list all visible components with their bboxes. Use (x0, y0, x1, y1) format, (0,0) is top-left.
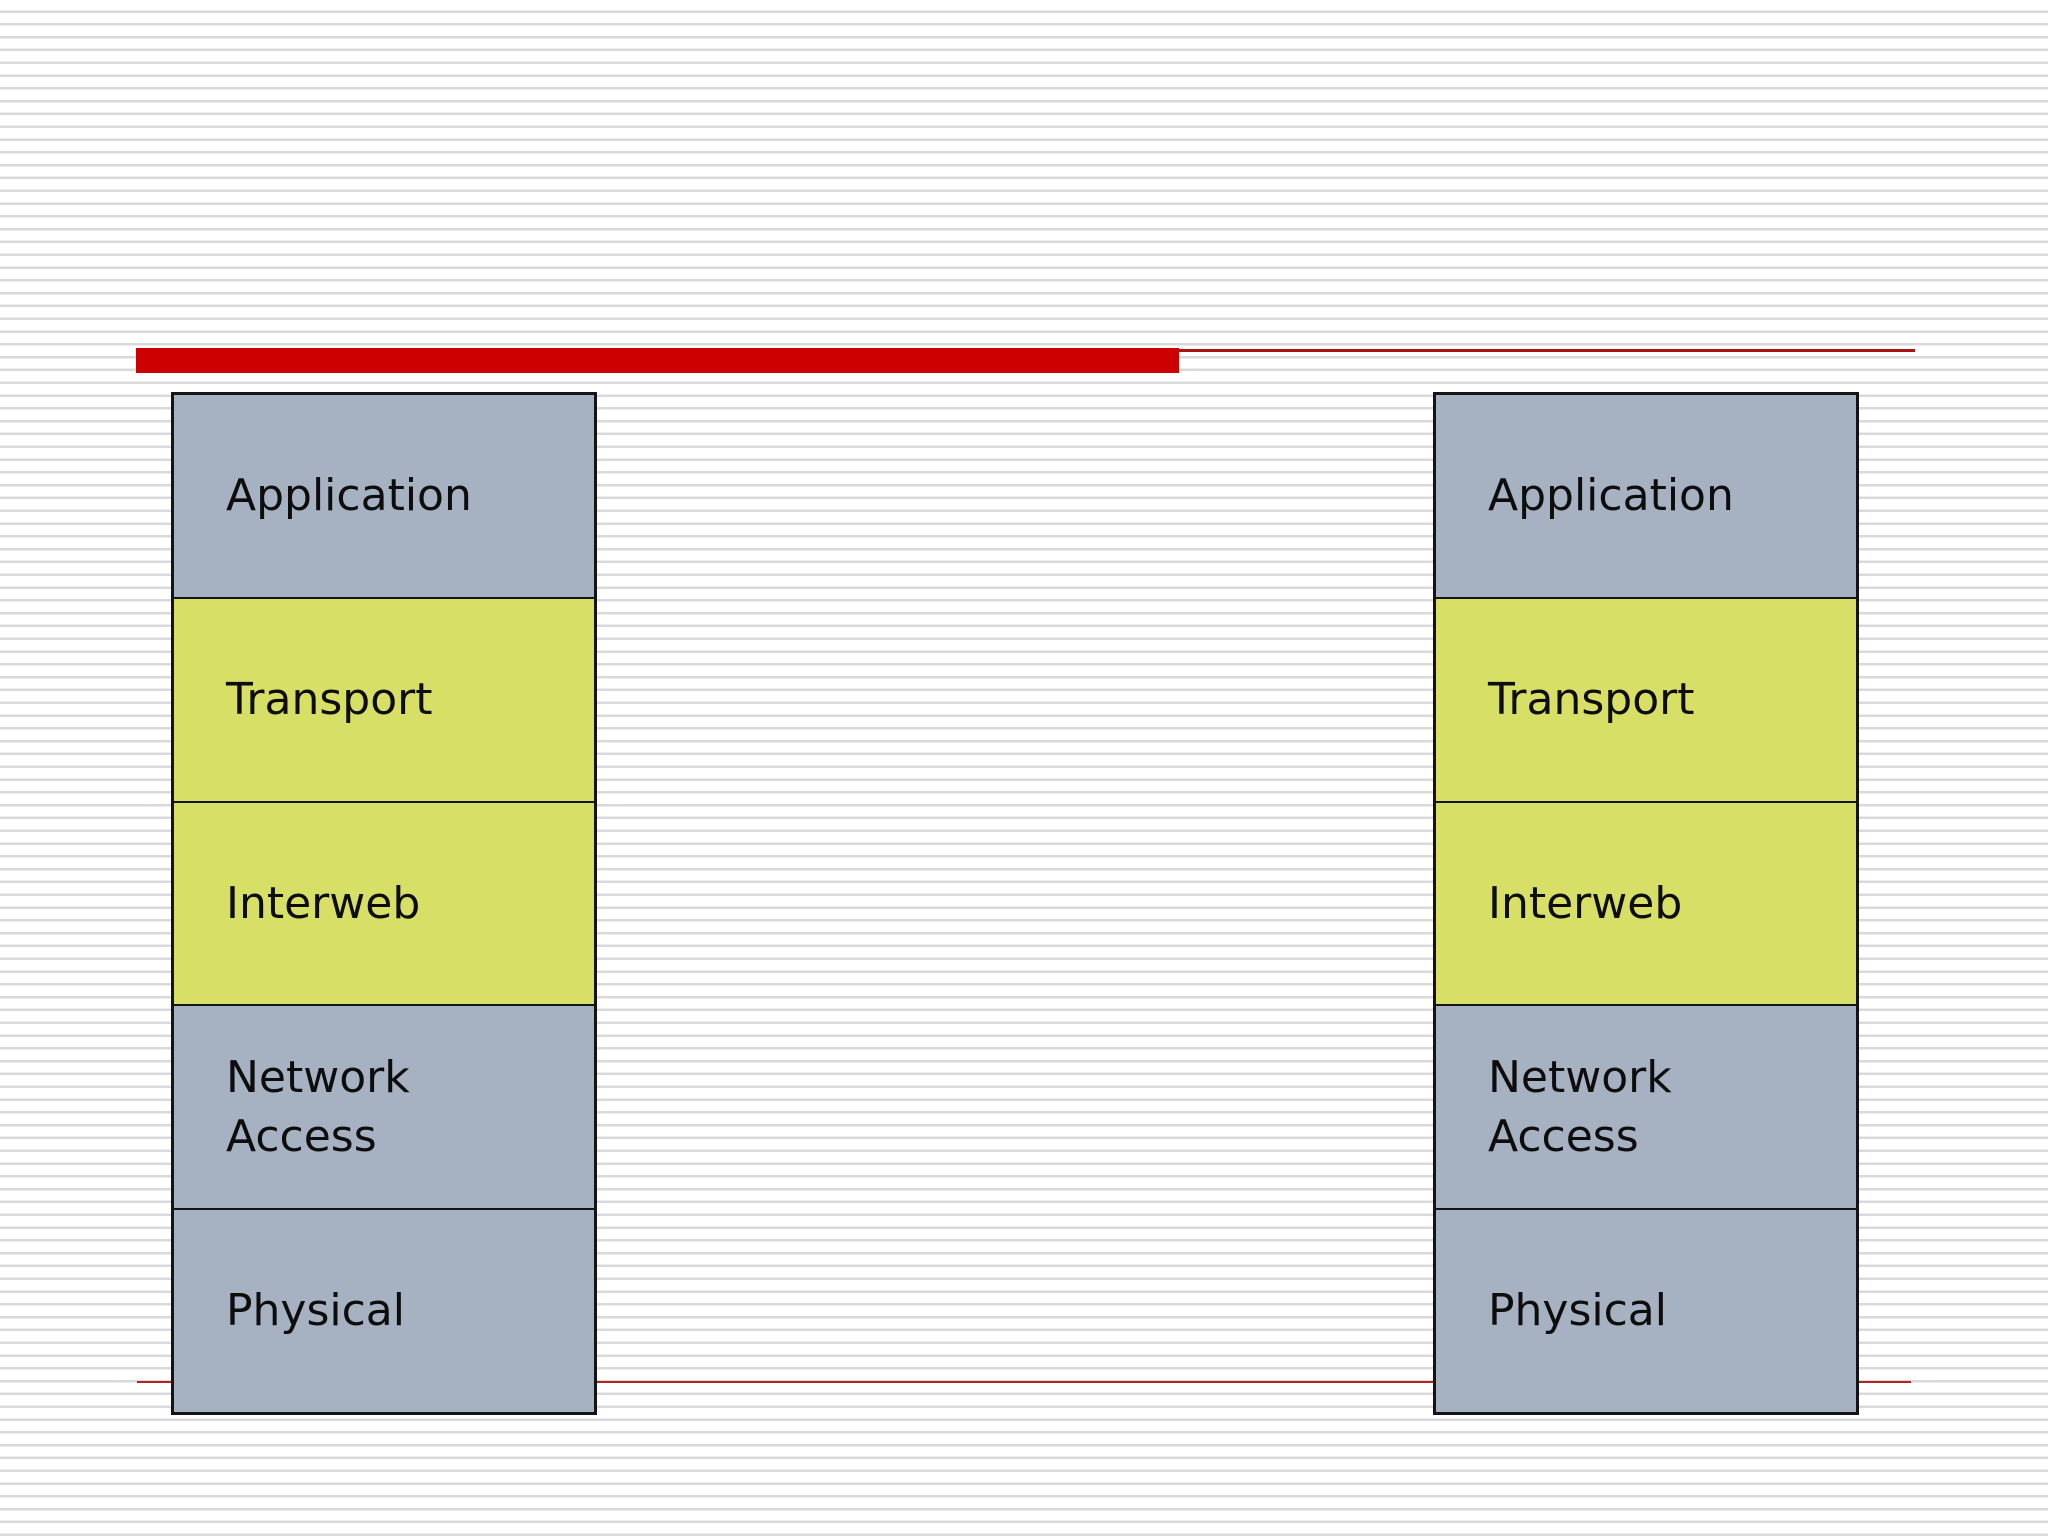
title-accent-bar (136, 348, 1179, 373)
right-stack-layer-physical: Physical (1436, 1208, 1856, 1412)
right-protocol-stack: Application Transport Interweb Network A… (1433, 392, 1859, 1415)
layer-label: Transport (226, 674, 433, 725)
layer-label: Network Access (1488, 1051, 1672, 1163)
layer-label: Interweb (226, 877, 421, 929)
left-stack-layer-interweb: Interweb (174, 800, 594, 1005)
layer-label: Application (226, 470, 472, 522)
left-stack-layer-application: Application (174, 395, 594, 597)
right-stack-layer-application: Application (1436, 395, 1856, 597)
layer-label: Physical (1488, 1285, 1667, 1337)
right-stack-layer-network-access: Network Access (1436, 1004, 1856, 1209)
left-protocol-stack: Application Transport Interweb Network A… (171, 392, 597, 1415)
layer-label: Network Access (226, 1051, 410, 1163)
right-stack-layer-interweb: Interweb (1436, 800, 1856, 1005)
layer-label: Interweb (1488, 877, 1683, 929)
layer-label: Application (1488, 470, 1734, 522)
top-thin-rule (1179, 349, 1915, 352)
bottom-thin-rule (137, 1381, 1911, 1383)
left-stack-layer-physical: Physical (174, 1208, 594, 1412)
right-stack-layer-transport: Transport (1436, 596, 1856, 801)
left-stack-layer-network-access: Network Access (174, 1004, 594, 1209)
left-stack-layer-transport: Transport (174, 596, 594, 801)
layer-label: Physical (226, 1285, 405, 1337)
layer-label: Transport (1488, 674, 1695, 725)
